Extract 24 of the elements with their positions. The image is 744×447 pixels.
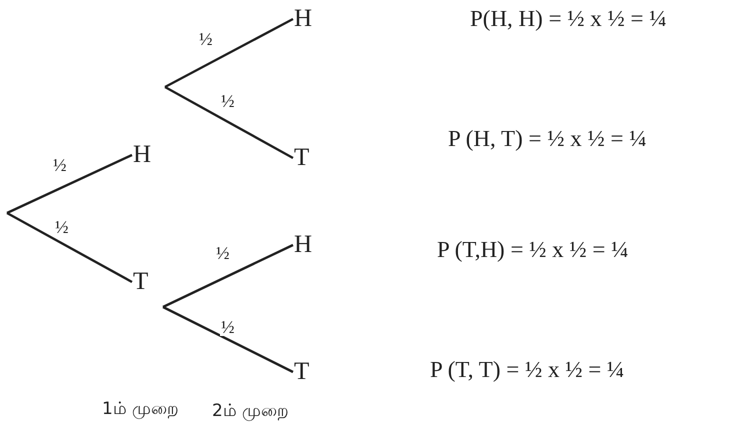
outcome-label: T [133,269,148,295]
probability-formula: P(H, H) = ½ x ½ = ¼ [470,6,667,32]
branch-line [162,306,294,374]
branch-line [6,154,132,214]
edge-label: ½ [215,244,230,262]
edge-label: ½ [54,218,70,236]
probability-formula: P (T, T) = ½ x ½ = ¼ [430,357,624,383]
outcome-label: H [294,232,312,258]
outcome-label: T [294,359,310,385]
outcome-label: H [133,142,152,168]
edge-label: ½ [52,156,68,174]
outcome-label: T [294,145,310,171]
branch-line [164,18,294,88]
branch-line [6,212,133,284]
probability-formula: P (H, T) = ½ x ½ = ¼ [448,126,646,152]
outcome-label: H [294,6,312,32]
branch-line [164,86,294,160]
trial-label: 1ம் முறை [102,398,180,420]
branch-line [162,244,294,308]
edge-label: ½ [220,92,236,110]
probability-formula: P (T,H) = ½ x ½ = ¼ [437,237,628,263]
edge-label: ½ [198,30,214,48]
edge-label: ½ [220,318,236,336]
trial-label: 2ம் முறை [212,400,290,422]
